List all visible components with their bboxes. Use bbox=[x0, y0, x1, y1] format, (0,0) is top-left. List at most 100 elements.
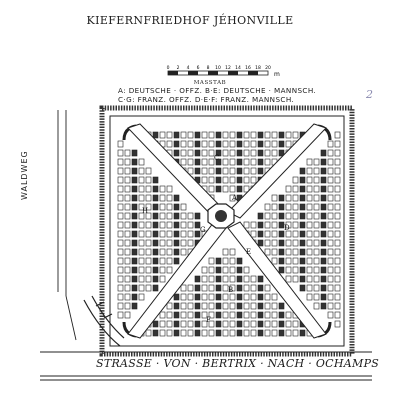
grave-plot bbox=[236, 176, 243, 184]
grave-plot bbox=[145, 257, 152, 265]
grave-plot bbox=[222, 293, 229, 301]
grave-plot bbox=[292, 266, 299, 274]
grave-plot bbox=[229, 158, 236, 166]
grave-plot bbox=[257, 140, 264, 148]
grave-plot bbox=[152, 284, 159, 292]
grave-plot bbox=[152, 194, 159, 202]
grave-plot bbox=[208, 266, 215, 274]
scale-tick-label: 18 bbox=[255, 65, 261, 71]
grave-plot bbox=[327, 185, 334, 193]
grave-plot bbox=[299, 257, 306, 265]
grave-plot bbox=[299, 284, 306, 292]
grave-plot bbox=[194, 302, 201, 310]
grave-plot bbox=[334, 185, 341, 193]
grave-plot bbox=[138, 275, 145, 283]
grave-plot bbox=[208, 140, 215, 148]
grave-plot bbox=[222, 266, 229, 274]
grave-plot bbox=[327, 149, 334, 157]
grave-plot bbox=[334, 284, 341, 292]
grave-plot bbox=[187, 140, 194, 148]
road bbox=[40, 351, 372, 381]
grave-plot bbox=[166, 248, 173, 256]
grave-plot bbox=[222, 149, 229, 157]
grave-plot bbox=[222, 275, 229, 283]
grave-plot bbox=[180, 221, 187, 229]
grave-plot bbox=[271, 230, 278, 238]
legend-line-2: C·G: FRANZ. OFFZ. D·E·F: FRANZ. MANNSCH. bbox=[118, 95, 295, 104]
grave-plot bbox=[152, 329, 159, 337]
grave-plot bbox=[306, 194, 313, 202]
grave-plot bbox=[243, 158, 250, 166]
scale-tick-label: 8 bbox=[207, 65, 210, 71]
grave-plot bbox=[222, 131, 229, 139]
grave-plot bbox=[320, 203, 327, 211]
grave-plot bbox=[138, 257, 145, 265]
grave-plot bbox=[187, 167, 194, 175]
grave-plot bbox=[271, 140, 278, 148]
grave-plot bbox=[159, 212, 166, 220]
grave-plot bbox=[250, 131, 257, 139]
grave-plot bbox=[320, 185, 327, 193]
grave-plot bbox=[271, 311, 278, 319]
grave-plot bbox=[145, 248, 152, 256]
grave-plot bbox=[264, 329, 271, 337]
grave-plot bbox=[306, 275, 313, 283]
grave-plot bbox=[229, 176, 236, 184]
grave-plot bbox=[131, 167, 138, 175]
grave-plot bbox=[299, 248, 306, 256]
grave-plot bbox=[117, 248, 124, 256]
grave-plot bbox=[229, 284, 236, 292]
grave-plot bbox=[313, 257, 320, 265]
grave-plot bbox=[222, 185, 229, 193]
grave-plot bbox=[124, 302, 131, 310]
forest-path bbox=[57, 110, 77, 341]
grave-plot bbox=[285, 230, 292, 238]
grave-plot bbox=[173, 257, 180, 265]
grave-plot bbox=[117, 275, 124, 283]
grave-plot bbox=[180, 302, 187, 310]
grave-plot bbox=[166, 302, 173, 310]
grave-plot bbox=[278, 140, 285, 148]
grave-plot bbox=[327, 194, 334, 202]
grave-plot bbox=[201, 302, 208, 310]
grave-plot bbox=[327, 284, 334, 292]
grave-plot bbox=[117, 293, 124, 301]
grave-plot bbox=[264, 221, 271, 229]
forest-path-label: WALDWEG bbox=[20, 150, 29, 200]
grave-plot bbox=[236, 284, 243, 292]
grave-plot bbox=[215, 266, 222, 274]
grave-plot bbox=[145, 266, 152, 274]
scale-tick-label: 20 bbox=[265, 65, 271, 71]
grave-plot bbox=[180, 329, 187, 337]
scale-tick-label: 14 bbox=[235, 65, 241, 71]
grave-plot bbox=[320, 167, 327, 175]
grave-plot bbox=[194, 320, 201, 328]
grave-plot bbox=[159, 239, 166, 247]
grave-plot bbox=[131, 203, 138, 211]
grave-plot bbox=[334, 230, 341, 238]
grave-plot bbox=[243, 320, 250, 328]
grave-plot bbox=[285, 329, 292, 337]
grave-plot bbox=[257, 275, 264, 283]
scale-tick-label: 10 bbox=[215, 65, 221, 71]
grave-plot bbox=[271, 293, 278, 301]
grave-plot bbox=[257, 131, 264, 139]
grave-plot bbox=[250, 221, 257, 229]
grave-plot bbox=[145, 194, 152, 202]
grave-plot bbox=[145, 176, 152, 184]
grave-plot bbox=[117, 284, 124, 292]
grave-plot bbox=[334, 167, 341, 175]
grave-plot bbox=[257, 149, 264, 157]
grave-plot bbox=[159, 230, 166, 238]
grave-plot bbox=[271, 194, 278, 202]
grave-plot bbox=[250, 293, 257, 301]
grave-plot bbox=[229, 194, 236, 202]
grave-plot bbox=[173, 320, 180, 328]
grave-plot bbox=[159, 329, 166, 337]
grave-plot bbox=[313, 203, 320, 211]
grave-plot bbox=[257, 320, 264, 328]
grave-plot bbox=[173, 149, 180, 157]
grave-plot bbox=[250, 329, 257, 337]
grave-plot bbox=[236, 131, 243, 139]
